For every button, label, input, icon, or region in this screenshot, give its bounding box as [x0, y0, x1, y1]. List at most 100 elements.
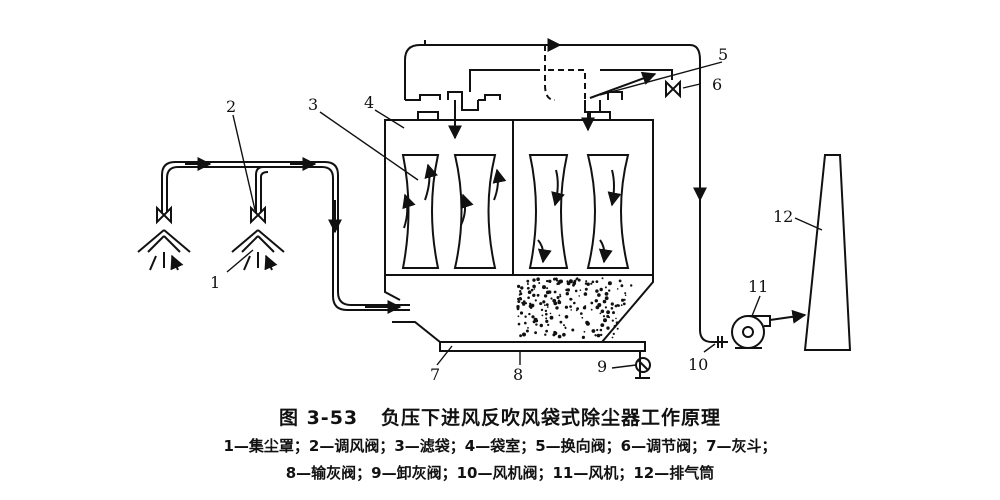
filter-bag-1 — [401, 154, 440, 269]
dust-speck — [613, 324, 617, 328]
dust-speck — [539, 302, 543, 306]
dust-speck — [615, 317, 617, 320]
dust-speck — [604, 296, 609, 301]
dust-speck — [563, 324, 565, 327]
dust-speck — [528, 304, 533, 308]
dust-speck — [558, 314, 561, 317]
clean-air-manifold — [404, 38, 707, 330]
dust-speck — [526, 279, 530, 283]
dust-speck — [594, 334, 597, 337]
dust-speck — [532, 278, 536, 282]
dust-speck — [602, 315, 606, 318]
dust-speck — [597, 303, 602, 307]
dust-speck — [546, 306, 549, 308]
dust-speck — [559, 279, 563, 284]
dust-speck — [545, 303, 549, 306]
dust-speck — [565, 292, 569, 296]
dust-speck — [566, 280, 569, 283]
dust-speck — [557, 334, 562, 339]
dust-collector-diagram: 1 2 3 4 5 6 7 8 9 10 11 12 — [137, 38, 852, 384]
dust-speck — [581, 316, 584, 319]
dust-speck — [608, 289, 611, 292]
callout-12: 12 — [773, 207, 793, 226]
damper-valve-right — [250, 205, 266, 225]
dust-speck — [517, 322, 521, 326]
dust-speck — [602, 299, 607, 304]
dust-speck — [550, 297, 553, 300]
dust-speck — [544, 304, 546, 307]
dust-speck — [596, 328, 599, 332]
dust-speck — [545, 329, 548, 333]
dust-speck — [535, 323, 538, 326]
filter-bag-2 — [453, 154, 507, 269]
dust-speck — [549, 312, 552, 315]
dust-speck — [616, 327, 619, 330]
dust-speck — [524, 302, 528, 305]
dust-speck — [545, 317, 548, 320]
dust-speck — [579, 289, 582, 292]
dust-speck — [526, 287, 529, 290]
dust-speck — [590, 301, 594, 305]
dust-speck — [606, 326, 610, 330]
dust-speck — [559, 320, 563, 324]
callout-5: 5 — [718, 45, 728, 64]
dust-speck — [574, 289, 578, 293]
callout-7: 7 — [430, 365, 440, 384]
fan-damper — [699, 329, 728, 348]
dust-speck — [536, 277, 540, 282]
dust-hood-left — [137, 229, 191, 270]
figure-title: 图 3-53 负压下进风反吹风袋式除尘器工作原理 — [0, 403, 1000, 430]
dust-speck — [614, 304, 618, 308]
dust-speck — [564, 315, 569, 319]
dust-speck — [557, 281, 561, 285]
dust-speck — [562, 332, 566, 337]
dust-speck — [584, 287, 588, 291]
dust-speck — [519, 290, 522, 293]
filter-bag-4 — [586, 154, 630, 269]
dust-speck — [527, 327, 529, 329]
dust-speck — [590, 282, 593, 285]
dust-speck — [540, 308, 544, 312]
dust-speck — [527, 296, 530, 300]
dust-speck — [575, 278, 578, 281]
dust-speck — [596, 306, 599, 308]
dust-speck — [536, 293, 540, 297]
dust-speck — [611, 336, 614, 339]
callout-6: 6 — [712, 75, 722, 94]
dust-speck — [553, 301, 558, 306]
callout-4: 4 — [364, 93, 374, 112]
dust-speck — [601, 277, 604, 280]
dust-speck — [527, 290, 532, 295]
dust-speck — [519, 334, 522, 338]
dust-speck — [599, 312, 602, 315]
dust-speck — [610, 302, 614, 306]
filter-bag-3 — [528, 154, 569, 269]
dust-speck — [546, 287, 549, 290]
dust-speck — [606, 314, 610, 318]
dust-speck — [621, 317, 624, 319]
dust-speck — [595, 280, 599, 283]
dust-speck — [532, 320, 536, 324]
dust-speck — [564, 327, 567, 330]
regulating-valve — [665, 79, 681, 99]
dust-speck — [583, 330, 586, 333]
legend-line-1: 1—集尘罩；2—调风阀；3—滤袋；4—袋室；5—换向阀；6—调节阀；7—灰斗； — [223, 437, 777, 455]
dust-speck — [597, 293, 601, 297]
dust-speck — [525, 329, 529, 333]
dust-speck — [522, 332, 526, 337]
dust-speck — [526, 283, 529, 285]
dust-speck — [519, 292, 523, 296]
dust-speck — [600, 323, 605, 327]
dust-speck — [573, 279, 577, 283]
damper-valve-left — [156, 205, 172, 225]
dust-speck — [571, 328, 575, 332]
dust-speck — [519, 311, 524, 315]
dust-speck — [531, 315, 535, 319]
callout-2: 2 — [226, 97, 236, 116]
dust-speck — [600, 309, 605, 314]
dust-speck — [559, 295, 562, 298]
dust-speck — [600, 333, 603, 337]
dust-speck — [545, 312, 548, 316]
dust-speck — [604, 286, 607, 289]
dust-speck — [580, 312, 583, 315]
